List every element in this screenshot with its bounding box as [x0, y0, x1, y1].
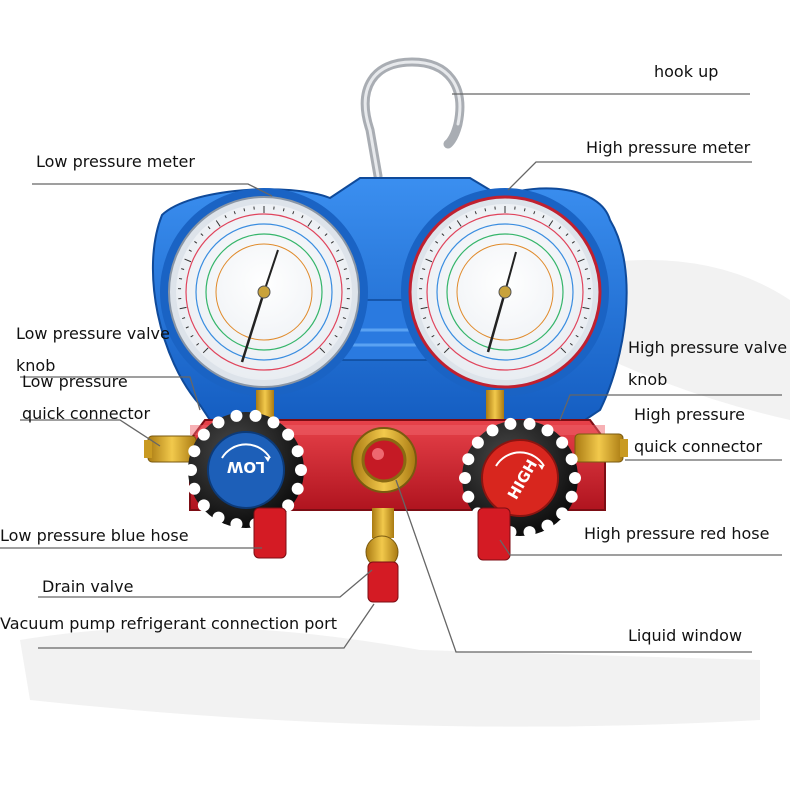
knob-grip-notch — [556, 437, 568, 449]
high-pressure-gauge — [401, 188, 609, 396]
knob-grip-notch — [250, 410, 262, 422]
knob-grip-notch — [462, 491, 474, 503]
label-low-pressure-quick-connector-line2: quick connector — [22, 404, 150, 424]
knob-grip-notch — [188, 483, 200, 495]
knob-grip-notch — [292, 445, 304, 457]
knob-grip-notch — [569, 472, 581, 484]
low-knob-text: LOW — [226, 458, 265, 476]
knob-grip-notch — [185, 464, 197, 476]
drain-valve — [366, 508, 398, 568]
label-vacuum-pump-port: Vacuum pump refrigerant connection port — [0, 614, 337, 634]
hook — [365, 62, 460, 176]
gauge-tick — [485, 208, 486, 211]
label-liquid-window: Liquid window — [628, 626, 742, 646]
label-high-pressure-meter: High pressure meter — [586, 138, 750, 158]
label-high-pressure-quick-connector-line1: High pressure — [634, 405, 745, 425]
knob-grip-notch — [566, 491, 578, 503]
knob-grip-notch — [198, 429, 210, 441]
knob-grip-notch — [213, 416, 225, 428]
label-hook-up: hook up — [654, 62, 718, 82]
knob-grip-notch — [198, 499, 210, 511]
vacuum-pump-port — [368, 562, 398, 602]
label-high-pressure-quick-connector-line2: quick connector — [634, 437, 762, 457]
knob-grip-notch — [462, 453, 474, 465]
high-pressure-quick-connector — [575, 434, 628, 462]
label-low-pressure-blue-hose: Low pressure blue hose — [0, 526, 189, 546]
low-pressure-blue-hose-port — [254, 508, 286, 558]
knob-grip-notch — [472, 437, 484, 449]
label-drain-valve: Drain valve — [42, 577, 133, 597]
knob-grip-notch — [524, 526, 536, 538]
label-low-pressure-valve-knob-line1: Low pressure valve — [16, 324, 170, 344]
knob-grip-notch — [459, 472, 471, 484]
liquid-window — [352, 428, 416, 492]
knob-grip-notch — [542, 520, 554, 532]
knob-grip-notch — [556, 507, 568, 519]
knob-grip-notch — [230, 410, 242, 422]
knob-grip-notch — [566, 453, 578, 465]
knob-grip-notch — [524, 418, 536, 430]
knob-grip-notch — [295, 464, 307, 476]
gauge-tick — [524, 208, 525, 211]
knob-grip-notch — [188, 445, 200, 457]
low-pressure-gauge — [160, 188, 368, 396]
knob-grip-notch — [213, 512, 225, 524]
label-low-pressure-meter: Low pressure meter — [36, 152, 195, 172]
label-high-pressure-valve-knob-line2: knob — [628, 370, 667, 390]
knob-grip-notch — [282, 429, 294, 441]
knob-grip-notch — [292, 483, 304, 495]
high-pressure-red-hose-port — [478, 508, 510, 560]
label-low-pressure-quick-connector-line1: Low pressure — [22, 372, 128, 392]
label-high-pressure-red-hose: High pressure red hose — [584, 524, 769, 544]
knob-grip-notch — [542, 424, 554, 436]
knob-grip-notch — [268, 416, 280, 428]
knob-grip-notch — [504, 418, 516, 430]
label-high-pressure-valve-knob-line1: High pressure valve — [628, 338, 787, 358]
knob-grip-notch — [487, 424, 499, 436]
gauge-tick — [244, 208, 245, 211]
gauge-tick — [283, 208, 284, 211]
knob-grip-notch — [230, 518, 242, 530]
